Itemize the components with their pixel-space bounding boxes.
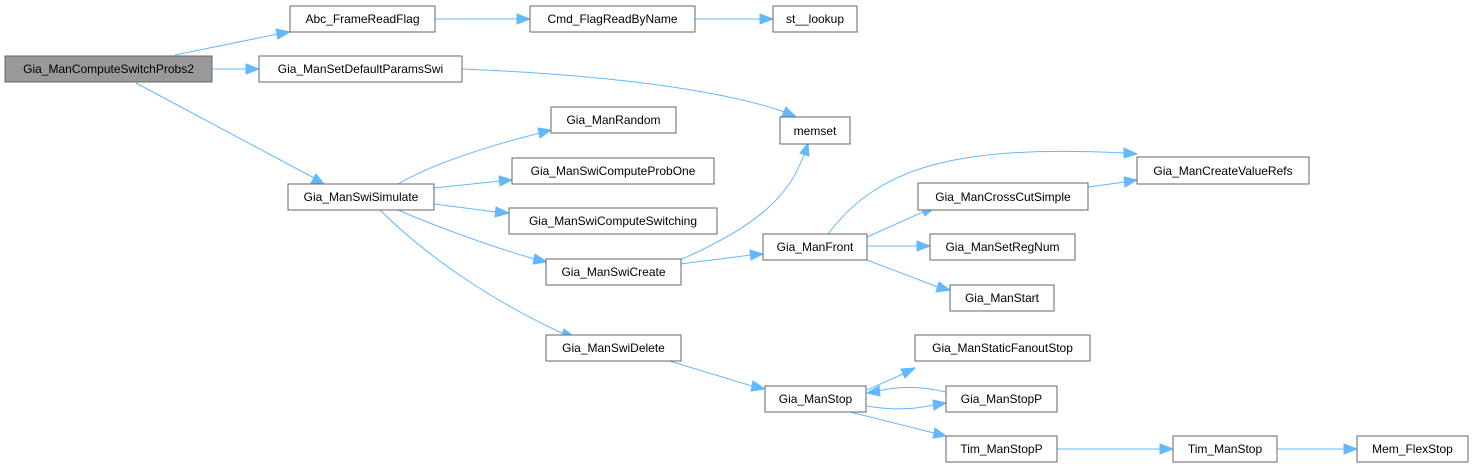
node-mem-flexstop[interactable]: Mem_FlexStop (1356, 435, 1469, 463)
node-gia-manstop[interactable]: Gia_ManStop (764, 385, 867, 413)
edge-manstop-to-manstopp (866, 399, 948, 411)
edge-abcframereadflag-to-cmdflagreadbyname (435, 13, 532, 25)
call-edges (135, 13, 1359, 455)
edge-manfront-to-crosscutsimple (866, 206, 937, 238)
edge-swicreate-to-memset (679, 141, 810, 261)
edge-computeswitchprobs2-to-setdefaultparamsswi (212, 63, 261, 75)
edge-manfront-to-setregnum (867, 240, 932, 252)
function-nodes: Gia_ManComputeSwitchProbs2 Abc_FrameRead… (4, 5, 1469, 463)
edge-manstop-to-timmanstopp (849, 411, 948, 439)
node-gia-manrandom[interactable]: Gia_ManRandom (550, 106, 677, 134)
edge-timmanstop-to-memflexstop (1277, 443, 1359, 455)
node-label: Abc_FrameReadFlag (305, 12, 419, 26)
node-label: Mem_FlexStop (1372, 442, 1453, 456)
node-label: Tim_ManStopP (960, 442, 1042, 456)
node-label: Gia_ManSetDefaultParamsSwi (278, 62, 443, 76)
node-gia-mansetregnum[interactable]: Gia_ManSetRegNum (929, 233, 1076, 261)
node-gia-manstaticfanoutstop[interactable]: Gia_ManStaticFanoutStop (914, 334, 1091, 362)
edge-swisimulate-to-computeprobone (433, 175, 514, 189)
node-label: Gia_ManCrossCutSimple (935, 190, 1071, 204)
node-cmd-flagreadbyname[interactable]: Cmd_FlagReadByName (529, 5, 696, 33)
edge-swisimulate-to-manrandom (397, 127, 553, 185)
node-gia-mancomputeswitchprobs2[interactable]: Gia_ManComputeSwitchProbs2 (4, 55, 213, 83)
node-gia-manswicomputeswitching[interactable]: Gia_ManSwiComputeSwitching (508, 207, 718, 235)
node-label: Cmd_FlagReadByName (547, 12, 677, 26)
node-label: Gia_ManStart (965, 291, 1040, 305)
node-label: Gia_ManRandom (566, 113, 660, 127)
node-label: memset (794, 124, 837, 138)
node-label: Gia_ManCreateValueRefs (1153, 164, 1292, 178)
edge-cmdflagreadbyname-to-stlookup (695, 13, 775, 25)
node-gia-manstopp[interactable]: Gia_ManStopP (945, 385, 1058, 413)
edge-manfront-to-manstart (866, 259, 952, 293)
edge-computeswitchprobs2-to-abcframereadflag (174, 28, 292, 56)
edge-manstop-to-staticfanoutstop (866, 367, 917, 391)
node-gia-manswidelete[interactable]: Gia_ManSwiDelete (545, 334, 682, 362)
node-gia-manfront[interactable]: Gia_ManFront (762, 233, 868, 261)
node-label: Gia_ManSwiComputeSwitching (529, 214, 697, 228)
node-gia-manstart[interactable]: Gia_ManStart (949, 284, 1055, 312)
node-gia-mancrosscutsimple[interactable]: Gia_ManCrossCutSimple (917, 182, 1089, 211)
node-memset[interactable]: memset (779, 116, 851, 145)
node-label: Gia_ManStopP (961, 392, 1042, 406)
node-tim-manstop[interactable]: Tim_ManStop (1172, 435, 1278, 463)
node-gia-manswisimulate[interactable]: Gia_ManSwiSimulate (287, 183, 435, 211)
node-label: Gia_ManStop (779, 392, 853, 406)
edge-timmanstopp-to-timmanstop (1057, 443, 1175, 455)
edge-swidelete-to-manstop (665, 359, 767, 392)
node-gia-mancreatevaluerefs[interactable]: Gia_ManCreateValueRefs (1136, 156, 1310, 185)
edge-swisimulate-to-swicreate (397, 209, 549, 265)
node-st-lookup[interactable]: st__lookup (772, 5, 858, 33)
edge-swicreate-to-manfront (679, 249, 765, 265)
node-label: Tim_ManStop (1188, 442, 1263, 456)
node-label: st__lookup (786, 12, 844, 26)
edge-manfront-to-createvaluerefs (827, 147, 1139, 235)
node-tim-manstopp[interactable]: Tim_ManStopP (945, 435, 1058, 463)
edge-manstopp-to-manstop (865, 385, 947, 397)
node-label: Gia_ManSetRegNum (945, 240, 1059, 254)
node-label: Gia_ManComputeSwitchProbs2 (23, 62, 194, 76)
node-label: Gia_ManSwiSimulate (304, 190, 419, 204)
node-gia-manswicomputeprobone[interactable]: Gia_ManSwiComputeProbOne (511, 157, 715, 185)
node-label: Gia_ManFront (777, 240, 854, 254)
node-label: Gia_ManStaticFanoutStop (932, 341, 1073, 355)
node-gia-mansetdefaultparamsswi[interactable]: Gia_ManSetDefaultParamsSwi (258, 55, 463, 83)
node-label: Gia_ManSwiComputeProbOne (531, 164, 696, 178)
node-abc-framereadflag[interactable]: Abc_FrameReadFlag (289, 5, 436, 33)
node-label: Gia_ManSwiDelete (562, 341, 665, 355)
edge-computeswitchprobs2-to-swisimulate (135, 82, 326, 185)
node-label: Gia_ManSwiCreate (561, 265, 665, 279)
edge-crosscutsimple-to-createvaluerefs (1087, 176, 1139, 188)
edge-swisimulate-to-computeswitching (433, 203, 511, 218)
node-gia-manswicreate[interactable]: Gia_ManSwiCreate (545, 258, 682, 286)
